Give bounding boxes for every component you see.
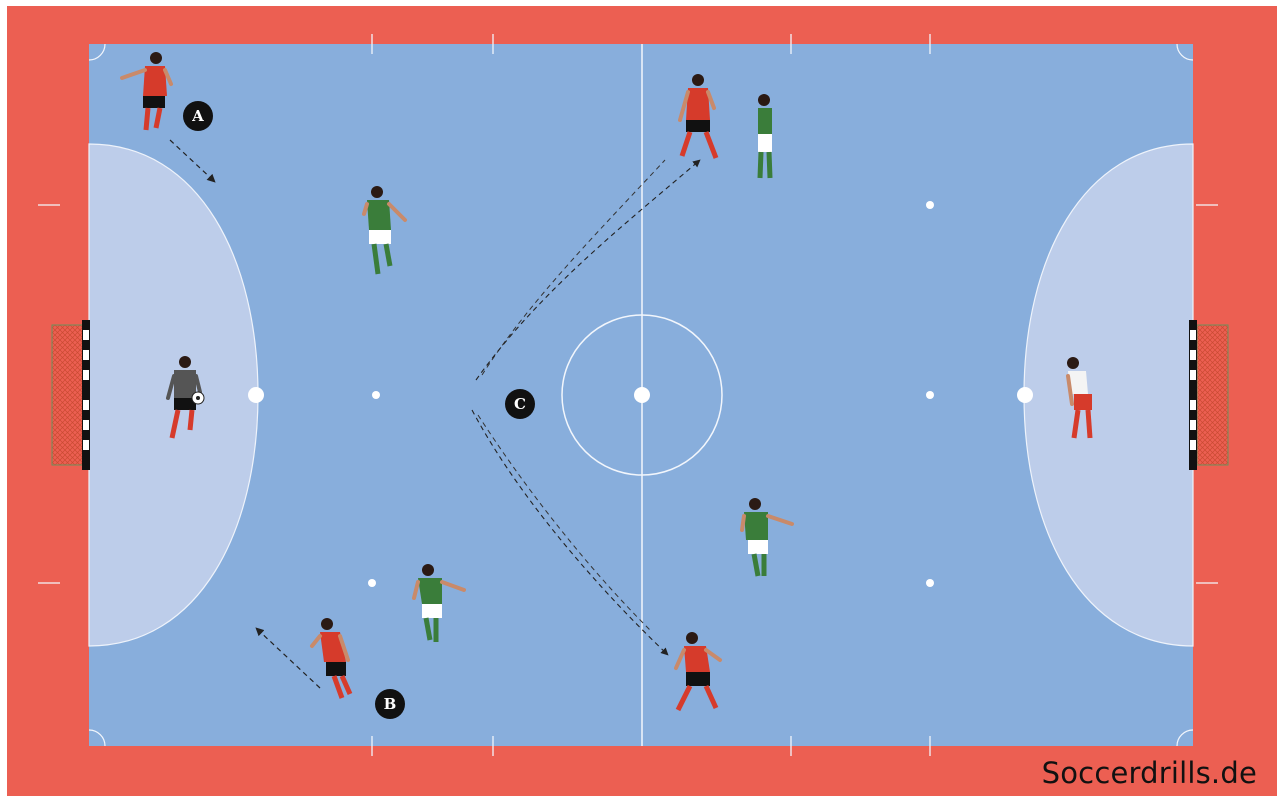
mark-dot	[368, 579, 376, 587]
penalty-spot-right	[1017, 387, 1033, 403]
mark-dot	[926, 579, 934, 587]
ball-icon	[192, 392, 204, 404]
label-c-text: C	[514, 395, 526, 413]
mark-dot	[926, 391, 934, 399]
goal-net-icon	[1189, 320, 1228, 470]
label-b-text: B	[384, 695, 397, 713]
label-a-text: A	[191, 107, 204, 125]
soccerdrills-watermark: Soccerdrills.de	[1042, 756, 1257, 790]
mark-dot	[372, 391, 380, 399]
label-a: A	[183, 101, 213, 131]
mark-dot	[926, 201, 934, 209]
label-c: C	[505, 389, 535, 419]
penalty-spot-left	[248, 387, 264, 403]
center-spot	[634, 387, 650, 403]
label-b: B	[375, 689, 405, 719]
goal-net-icon	[52, 320, 90, 470]
